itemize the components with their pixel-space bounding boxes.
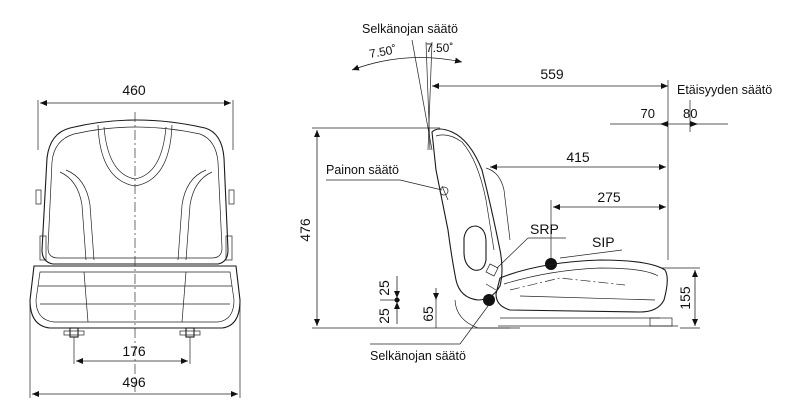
angle-left-label: 7.50˚ bbox=[368, 42, 397, 61]
dim-460-label: 460 bbox=[122, 82, 146, 98]
left-rail bbox=[69, 327, 79, 338]
angle-right-label: 7.50˚ bbox=[426, 41, 453, 55]
dim-275-label: 275 bbox=[597, 189, 621, 205]
dim-476-label: 476 bbox=[297, 218, 313, 242]
distance-adjust-label: Etäisyyden säätö bbox=[677, 83, 772, 97]
dim-80-label: 80 bbox=[683, 106, 697, 121]
side-backrest bbox=[431, 128, 503, 301]
side-cushion bbox=[495, 259, 668, 313]
dim-70-label: 70 bbox=[641, 106, 655, 121]
backrest-adjust-label-top: Selkänojan säätö bbox=[362, 22, 458, 36]
dim-155-label: 155 bbox=[677, 286, 693, 310]
dim-496-label: 496 bbox=[122, 374, 146, 390]
dim-25a-label: 25 bbox=[376, 280, 392, 296]
front-view: 460 176 bbox=[29, 82, 241, 398]
srp-point bbox=[483, 294, 495, 306]
sip-label: SIP bbox=[592, 234, 615, 250]
backrest-adjust-label-bottom: Selkänojan säätö bbox=[370, 349, 466, 363]
dim-415-label: 415 bbox=[566, 149, 590, 165]
dim-65-label: 65 bbox=[420, 306, 436, 322]
srp-label: SRP bbox=[530, 221, 559, 237]
angle-arc bbox=[351, 57, 463, 71]
dim-25b-label: 25 bbox=[376, 308, 392, 324]
weight-adjust-label: Painon säätö bbox=[326, 163, 399, 177]
front-backrest bbox=[41, 119, 229, 265]
right-rail bbox=[185, 327, 195, 338]
dim-559-label: 559 bbox=[540, 66, 564, 82]
side-view: Selkänojan säätö 7.50˚ 7.50˚ 559 Etäisyy… bbox=[297, 22, 772, 363]
dim-176-label: 176 bbox=[122, 343, 146, 359]
